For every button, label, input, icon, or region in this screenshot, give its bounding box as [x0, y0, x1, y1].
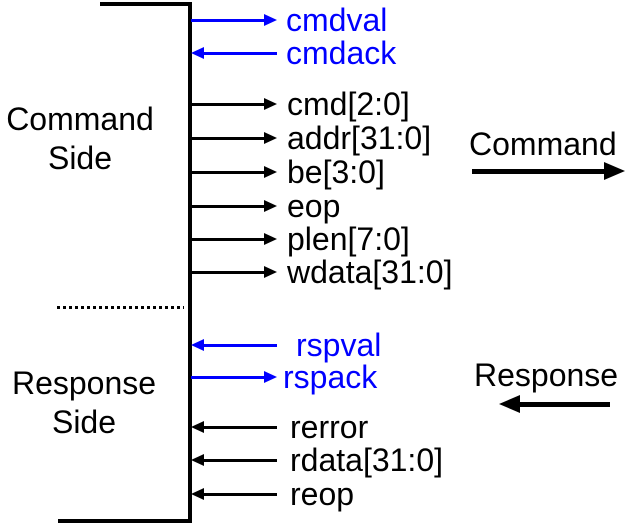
arrow-head-icon [191, 47, 204, 59]
arrow-shaft [202, 493, 277, 496]
arrow-head-icon [264, 200, 277, 212]
response-side-label-line2: Side [51, 404, 117, 440]
eop-signal-label: eop [287, 188, 341, 224]
rspack-signal-label: rspack [283, 359, 378, 395]
arrow-head-icon [264, 371, 277, 383]
arrow-shaft [191, 103, 266, 106]
be-signal-label: be[3:0] [287, 154, 385, 190]
reop-signal-label: reop [290, 476, 355, 512]
arrow-shaft [202, 459, 277, 462]
interface-box-bottom-edge [58, 519, 192, 523]
arrow-shaft [191, 376, 266, 379]
addr-signal-label: addr[31:0] [287, 120, 432, 156]
arrow-head-icon [264, 98, 277, 110]
command-response-divider-dotted-line [57, 306, 184, 309]
arrow-shaft [472, 169, 607, 174]
cmdval-signal-label: cmdval [286, 2, 388, 38]
rspval-signal-label: rspval [296, 327, 382, 363]
cmd-signal-label: cmd[2:0] [287, 86, 410, 122]
arrow-head-icon [264, 14, 277, 26]
arrow-head-icon [499, 395, 520, 413]
response-side-label: Response Side [0, 364, 168, 442]
arrow-shaft [191, 19, 266, 22]
arrow-shaft [191, 205, 266, 208]
arrow-head-icon [604, 162, 625, 180]
arrow-shaft [191, 238, 266, 241]
arrow-shaft [191, 271, 266, 274]
wdata-signal-label: wdata[31:0] [287, 254, 453, 290]
command-side-label-line1: Command [6, 101, 154, 137]
cmdack-signal-label: cmdack [286, 35, 397, 71]
arrow-head-icon [191, 454, 204, 466]
plen-signal-label: plen[7:0] [287, 221, 410, 257]
interface-box-right-edge [188, 2, 192, 523]
arrow-head-icon [191, 339, 204, 351]
arrow-head-icon [264, 266, 277, 278]
arrow-shaft [202, 426, 277, 429]
arrow-shaft [517, 402, 610, 407]
command-side-label: Command Side [0, 100, 160, 178]
command-side-label-line2: Side [47, 140, 113, 176]
rerror-signal-label: rerror [290, 409, 369, 445]
rdata-signal-label: rdata[31:0] [290, 442, 443, 478]
arrow-head-icon [191, 488, 204, 500]
arrow-head-icon [264, 166, 277, 178]
arrow-shaft [191, 171, 266, 174]
interface-box-top-edge [100, 2, 192, 6]
arrow-shaft [191, 137, 266, 140]
arrow-shaft [202, 344, 277, 347]
arrow-head-icon [191, 421, 204, 433]
arrow-shaft [202, 52, 277, 55]
command-flow-label: Command [469, 126, 617, 162]
arrow-head-icon [264, 132, 277, 144]
response-side-label-line1: Response [11, 365, 157, 401]
response-flow-label: Response [474, 357, 619, 393]
arrow-head-icon [264, 233, 277, 245]
